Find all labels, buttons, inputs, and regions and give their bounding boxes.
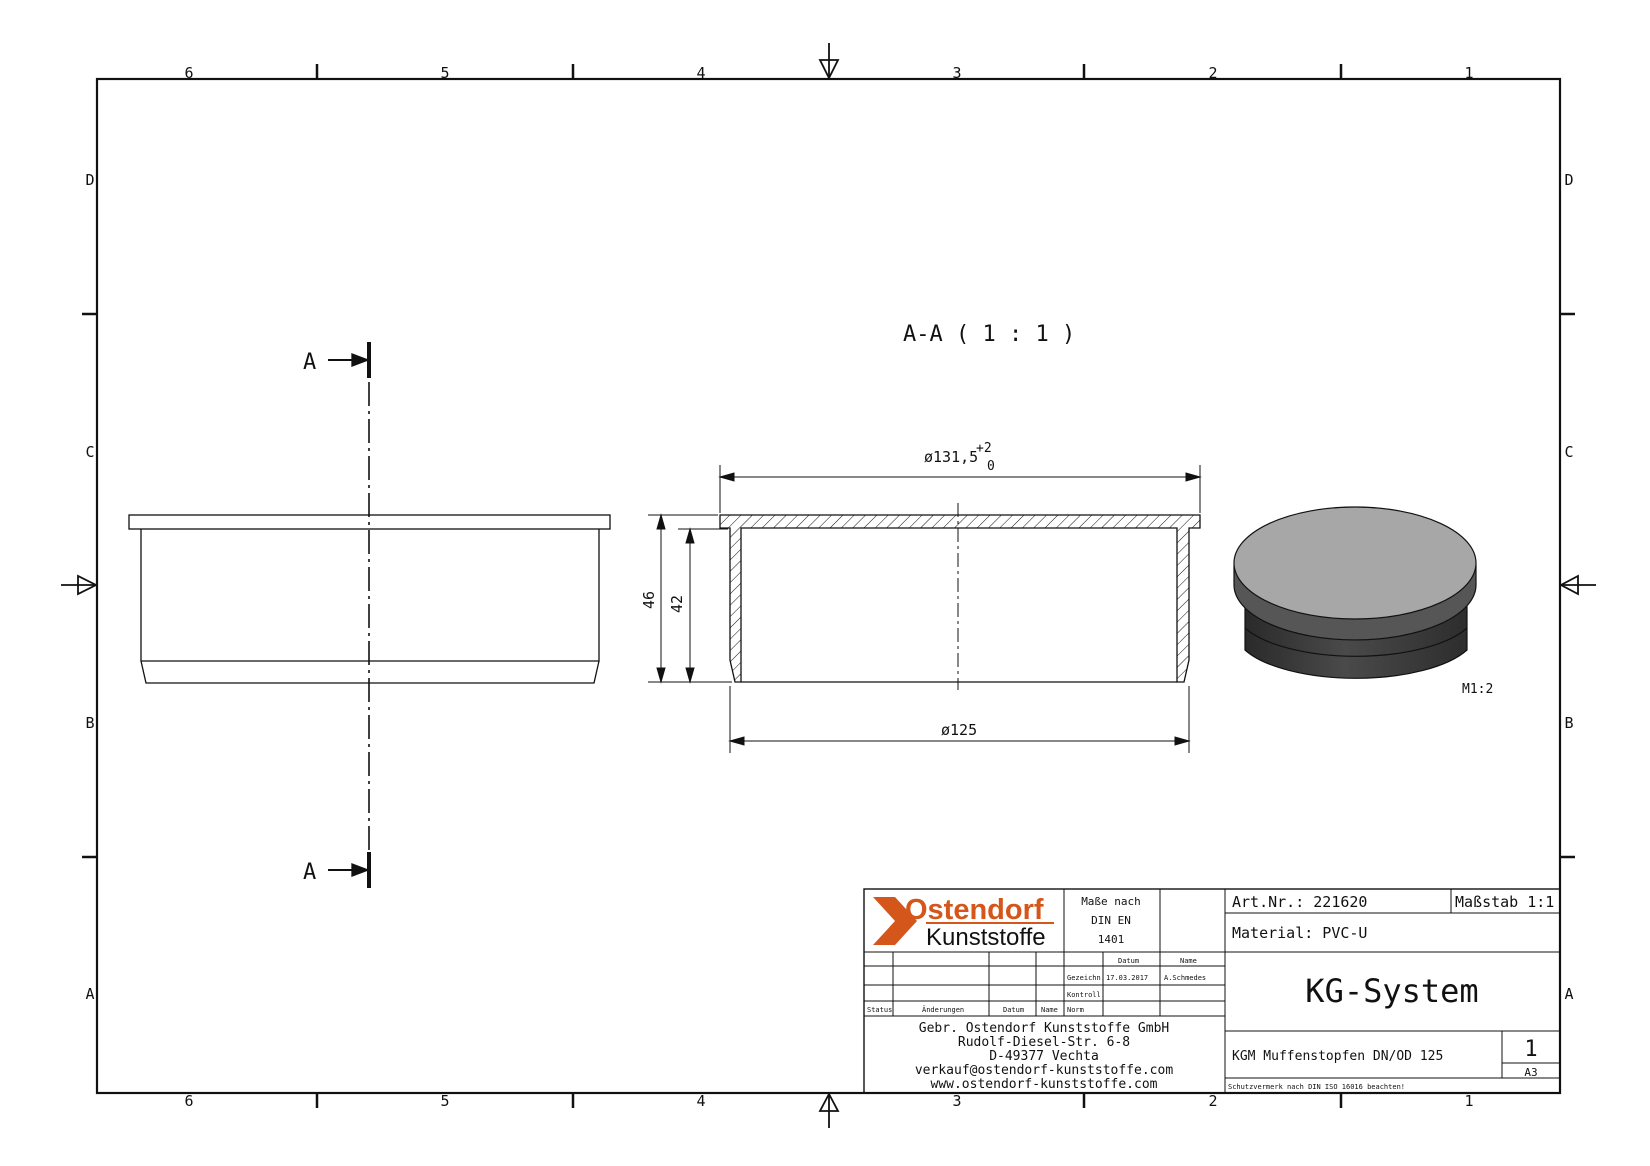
iso-scale-label: M1:2: [1462, 682, 1493, 697]
dims-note-line-3: 1401: [1098, 933, 1125, 946]
row-label-right: C: [1564, 443, 1573, 461]
col-label-bottom: 2: [1208, 1092, 1217, 1110]
row-label-left: C: [85, 443, 94, 461]
col-label-bottom: 3: [952, 1092, 961, 1110]
col-label-top: 1: [1464, 64, 1473, 82]
company-email: verkauf@ostendorf-kunststoffe.com: [915, 1063, 1173, 1078]
company-web: www.ostendorf-kunststoffe.com: [931, 1077, 1158, 1092]
dim-tolerance-upper: +2: [976, 441, 992, 456]
system-title: KG-System: [1305, 972, 1478, 1010]
centering-mark-bottom: [818, 1092, 840, 1128]
row-label-right: A: [1564, 985, 1573, 1003]
section-cut-label-bottom: A: [303, 860, 316, 885]
grid-labels: 6 5 4 3 2 1 6 5 4 3 2 1 D C B A D C B A: [85, 64, 1573, 1110]
col-label-top: 3: [952, 64, 961, 82]
company-city: D-49377 Vechta: [989, 1049, 1099, 1064]
section-title: A-A ( 1 : 1 ): [903, 322, 1075, 347]
front-view-chamfer: [140, 660, 600, 684]
title-block: [863, 888, 1561, 1094]
rev-date-header: Datum: [1003, 1006, 1024, 1014]
dims-note-line-2: DIN EN: [1091, 914, 1131, 927]
scale-label: Maßstab 1:1: [1455, 893, 1554, 911]
centering-mark-left: [61, 574, 99, 596]
row-gezeichn: Gezeichn.: [1067, 974, 1105, 982]
company-logo: Ostendorf Kunststoffe: [873, 894, 1054, 951]
col-label-top: 6: [184, 64, 193, 82]
col-label-bottom: 1: [1464, 1092, 1473, 1110]
dimension-lines: [648, 465, 1202, 753]
section-wall-hatch: [719, 514, 1201, 683]
material-label: Material: PVC-U: [1232, 924, 1367, 942]
col-datum-header: Datum: [1118, 957, 1139, 965]
col-label-bottom: 4: [696, 1092, 705, 1110]
front-view-body: [140, 529, 600, 662]
rev-name-header: Name: [1041, 1006, 1058, 1014]
dim-height-total: 46: [640, 591, 658, 609]
row-label-right: D: [1564, 171, 1573, 189]
rev-changes-header: Änderungen: [922, 1005, 964, 1014]
logo-sub: Kunststoffe: [926, 924, 1046, 951]
section-view: [719, 503, 1201, 690]
section-cut-label-top: A: [303, 350, 316, 375]
sheet-number: 1: [1524, 1037, 1537, 1062]
row-label-left: D: [85, 171, 94, 189]
row-label-left: A: [85, 985, 94, 1003]
col-label-bottom: 5: [440, 1092, 449, 1110]
copyright-note: Schutzvermerk nach DIN ISO 16016 beachte…: [1228, 1083, 1405, 1091]
isometric-view: [1233, 506, 1477, 679]
sheet-format: A3: [1524, 1066, 1537, 1079]
col-name-header: Name: [1180, 957, 1197, 965]
centering-mark-top: [818, 43, 840, 81]
col-label-top: 4: [696, 64, 705, 82]
logo-name: Ostendorf: [905, 894, 1044, 926]
company-street: Rudolf-Diesel-Str. 6-8: [958, 1035, 1130, 1050]
dim-outer-diameter: ø131,5: [924, 448, 978, 466]
rev-status-header: Status: [867, 1006, 892, 1014]
company-name: Gebr. Ostendorf Kunststoffe GmbH: [919, 1021, 1169, 1036]
article-number: Art.Nr.: 221620: [1232, 893, 1367, 911]
dim-inner-diameter: ø125: [941, 721, 977, 739]
dims-note-line-1: Maße nach: [1081, 895, 1141, 908]
dim-height-inner: 42: [668, 595, 686, 613]
row-label-left: B: [85, 714, 94, 732]
row-kontroll: Kontroll.: [1067, 991, 1105, 999]
col-label-top: 2: [1208, 64, 1217, 82]
drawing-frame: [61, 43, 1596, 1128]
front-view: [128, 342, 611, 888]
col-label-bottom: 6: [184, 1092, 193, 1110]
drawn-by: A.Schmedes: [1164, 974, 1206, 982]
part-description: KGM Muffenstopfen DN/OD 125: [1232, 1049, 1443, 1064]
col-label-top: 5: [440, 64, 449, 82]
centering-mark-right: [1559, 574, 1596, 596]
row-label-right: B: [1564, 714, 1573, 732]
dim-tolerance-lower: 0: [987, 459, 995, 474]
drawn-date: 17.03.2017: [1106, 974, 1148, 982]
iso-cap-top: [1233, 506, 1477, 620]
iso-cap-band: [1244, 627, 1468, 657]
row-norm: Norm: [1067, 1006, 1084, 1014]
